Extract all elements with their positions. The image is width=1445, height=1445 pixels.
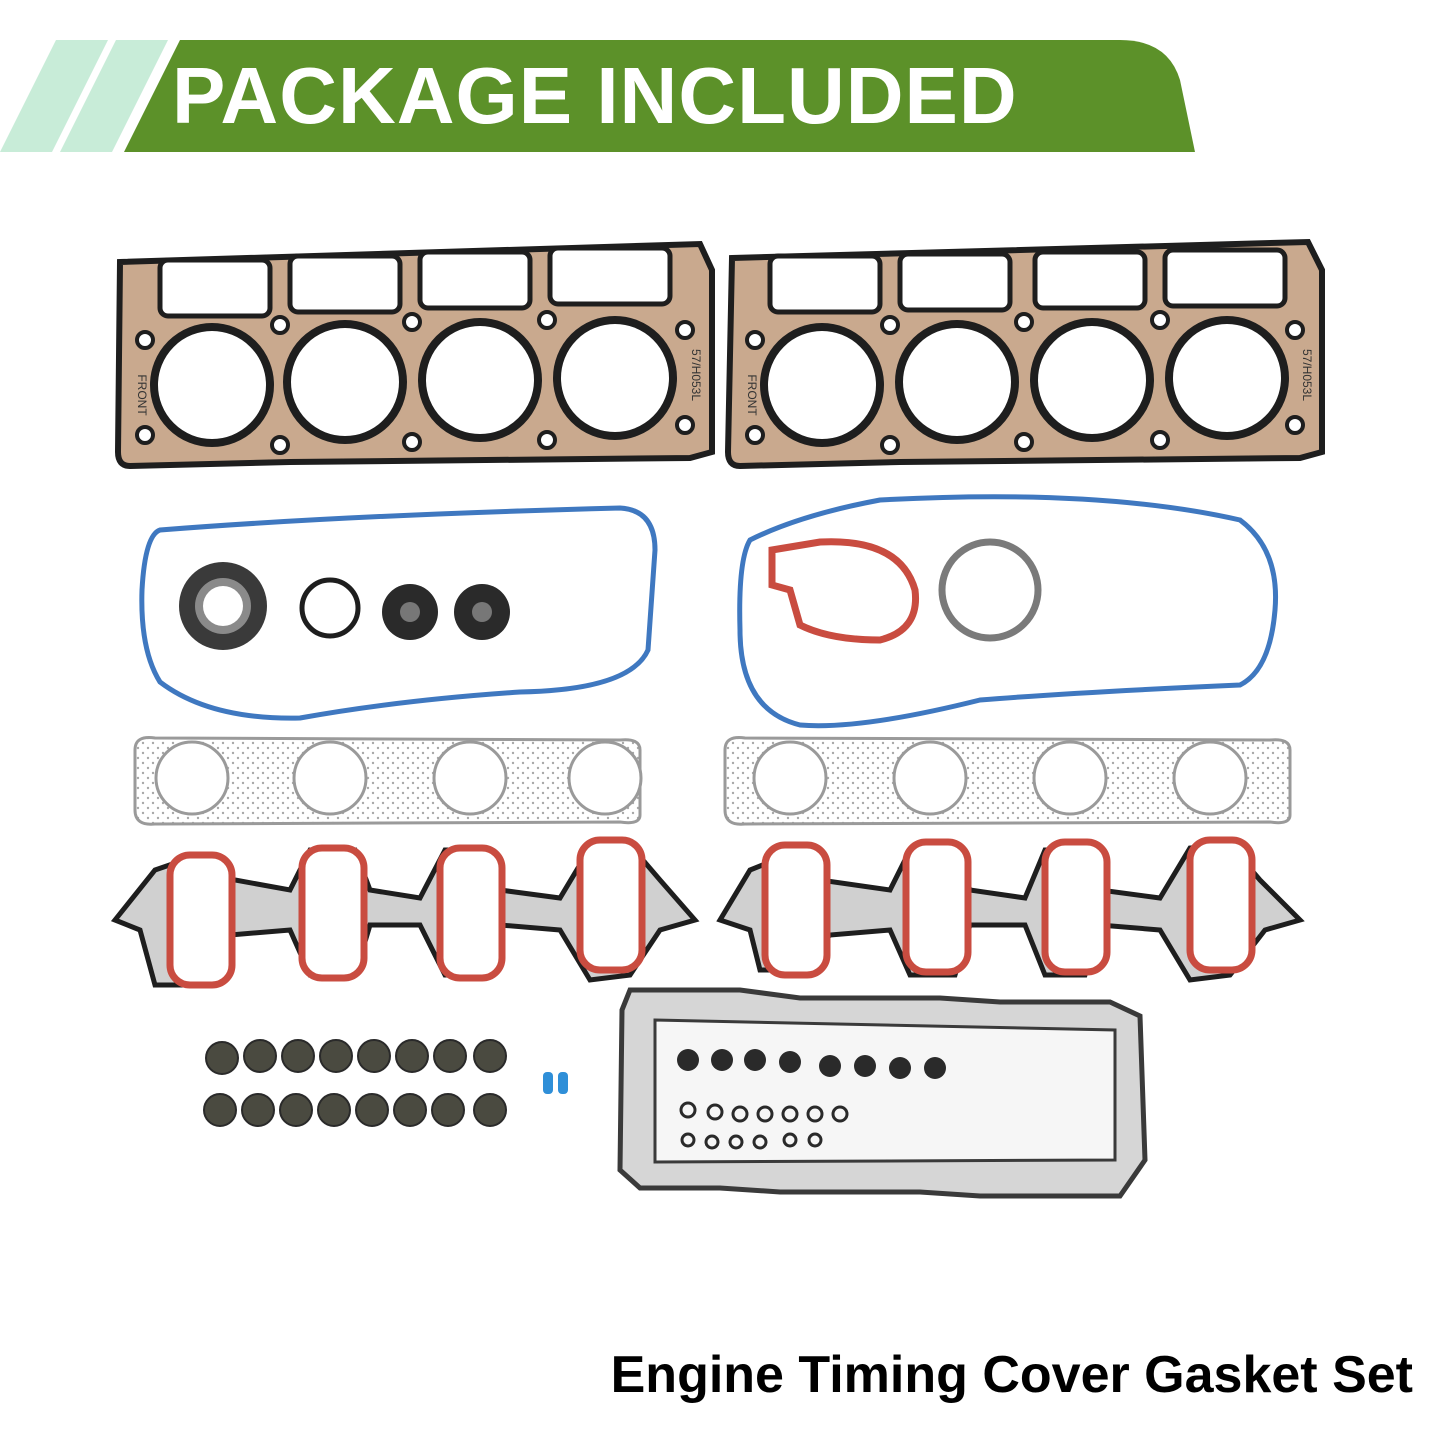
o-ring-seal <box>299 577 361 639</box>
part-code-left: 57/H053L <box>689 349 703 401</box>
banner-bar <box>124 40 1195 152</box>
gasket-set-photo: FRONT 57/H053L FRONT 57/H053L <box>110 238 1325 1199</box>
banner-stripe-1 <box>0 40 108 152</box>
banner-title: PACKAGE INCLUDED <box>172 51 1018 140</box>
front-label-left: FRONT <box>135 374 149 416</box>
cylinder-head-gasket-left: FRONT 57/H053L <box>114 240 715 470</box>
crankshaft-rear-seal <box>179 562 267 650</box>
banner-stripe-2 <box>60 40 168 152</box>
valley-cover-gasket <box>617 987 1148 1199</box>
product-caption: Engine Timing Cover Gasket Set <box>610 1346 1413 1404</box>
camshaft-plug-seal-2 <box>454 584 510 640</box>
cylinder-head-gasket-right: FRONT 57/H053L <box>724 238 1325 470</box>
valve-cover-seal-right <box>737 494 1279 729</box>
water-pump-gasket <box>768 538 920 644</box>
intake-manifold-gasket-left <box>110 836 700 989</box>
valve-cover-seal-left <box>139 505 658 721</box>
exhaust-flange-ring <box>938 538 1042 642</box>
camshaft-plug-seal-1 <box>382 584 438 640</box>
sensor-seals <box>679 1101 849 1150</box>
package-included-banner: PACKAGE INCLUDED <box>0 40 1445 152</box>
banner-background <box>0 40 1195 152</box>
intake-manifold-gasket-right <box>716 836 1305 983</box>
valve-stem-seals <box>203 1039 507 1127</box>
front-label-right: FRONT <box>745 374 759 416</box>
exhaust-manifold-gasket-right <box>723 736 1292 826</box>
injector-o-rings <box>677 1049 946 1079</box>
blue-plugs <box>543 1072 568 1094</box>
exhaust-manifold-gasket-left <box>133 736 643 826</box>
part-code-right: 57/H053L <box>1300 349 1314 401</box>
